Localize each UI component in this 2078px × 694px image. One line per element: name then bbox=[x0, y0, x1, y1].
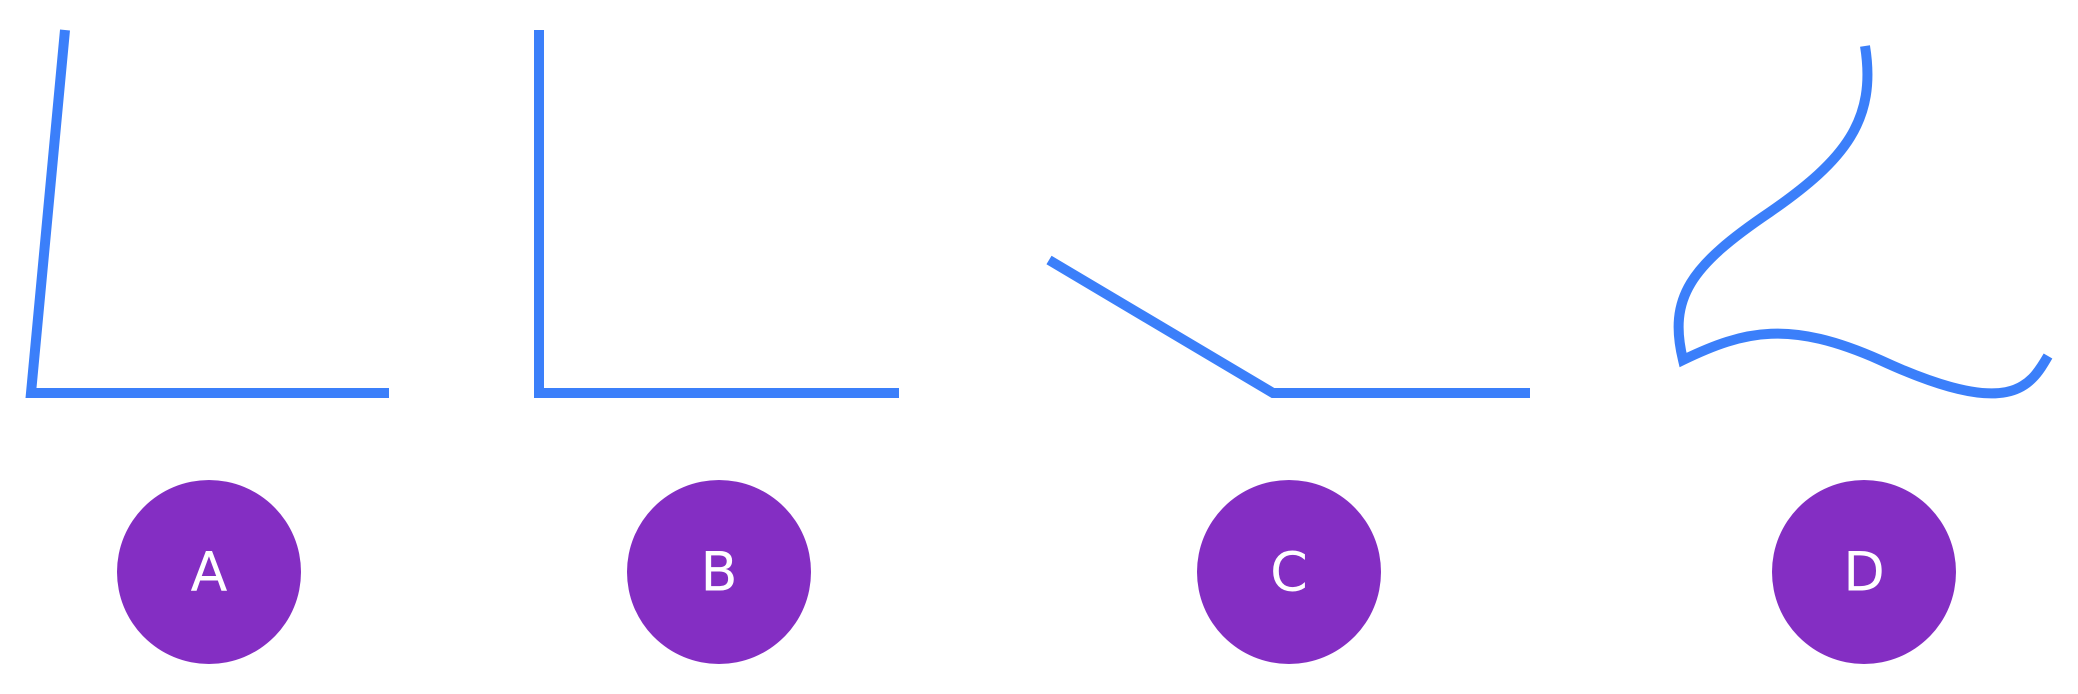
option-c: C bbox=[1046, 255, 1530, 664]
option-d-badge[interactable] bbox=[1772, 480, 1956, 664]
graph-d-curve bbox=[1673, 45, 2053, 399]
option-b-label: B bbox=[700, 541, 737, 604]
option-b-badge[interactable] bbox=[627, 480, 811, 664]
option-a: A bbox=[25, 29, 389, 664]
option-a-badge[interactable] bbox=[117, 480, 301, 664]
option-a-label: A bbox=[191, 541, 228, 604]
option-c-label: C bbox=[1270, 541, 1308, 604]
option-d: D bbox=[1673, 45, 2053, 664]
option-d-label: D bbox=[1843, 541, 1885, 604]
option-b: B bbox=[534, 30, 899, 664]
graph-a-line bbox=[25, 29, 389, 398]
option-c-badge[interactable] bbox=[1197, 480, 1381, 664]
graph-b-line bbox=[534, 30, 899, 398]
graph-c-line bbox=[1046, 255, 1530, 398]
